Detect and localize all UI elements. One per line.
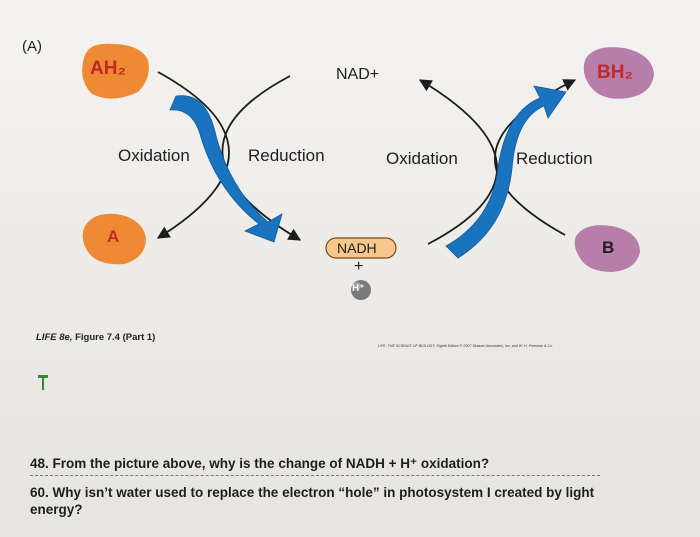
bh2-blob — [583, 47, 654, 99]
panel-label: (A) — [22, 38, 42, 55]
question-separator — [30, 475, 600, 476]
nad-plus-label: NAD+ — [336, 66, 380, 83]
figure-credit: LIFE: THE SCIENCE OF BIOLOGY, Eighth Edi… — [378, 344, 553, 348]
blue-arrow-left — [169, 95, 283, 243]
right-oxidation-label: Oxidation — [386, 149, 458, 168]
arrow-nadplus-to-nadh-left — [221, 75, 302, 241]
pushpin-icon — [38, 375, 48, 390]
h-plus-label: H⁺ — [352, 283, 365, 294]
right-reduction-label: Reduction — [516, 149, 593, 168]
b-blob — [574, 225, 640, 272]
a-label: A — [107, 227, 120, 246]
question-60: 60. Why isn’t water used to replace the … — [30, 485, 595, 517]
caption-book: LIFE 8e, — [36, 332, 73, 343]
bh2-label: BH₂ — [597, 62, 633, 83]
nadh-box — [325, 237, 397, 259]
blue-arrow-right — [445, 85, 567, 259]
ah2-blob — [82, 43, 149, 99]
question-48: 48. From the picture above, why is the c… — [30, 456, 490, 471]
a-blob — [82, 213, 146, 265]
figure-caption: LIFE 8e, Figure 7.4 (Part 1) — [36, 332, 155, 343]
arrow-ah2-to-a — [156, 71, 230, 239]
b-label: B — [602, 238, 615, 257]
ah2-label: AH₂ — [90, 58, 126, 79]
left-oxidation-label: Oxidation — [118, 146, 190, 165]
left-reduction-label: Reduction — [248, 146, 325, 165]
caption-figure: Figure 7.4 (Part 1) — [75, 332, 156, 343]
nadh-label: NADH — [337, 240, 377, 256]
arrow-nadh-to-nadplus — [418, 79, 498, 245]
plus-sign: + — [354, 258, 364, 275]
